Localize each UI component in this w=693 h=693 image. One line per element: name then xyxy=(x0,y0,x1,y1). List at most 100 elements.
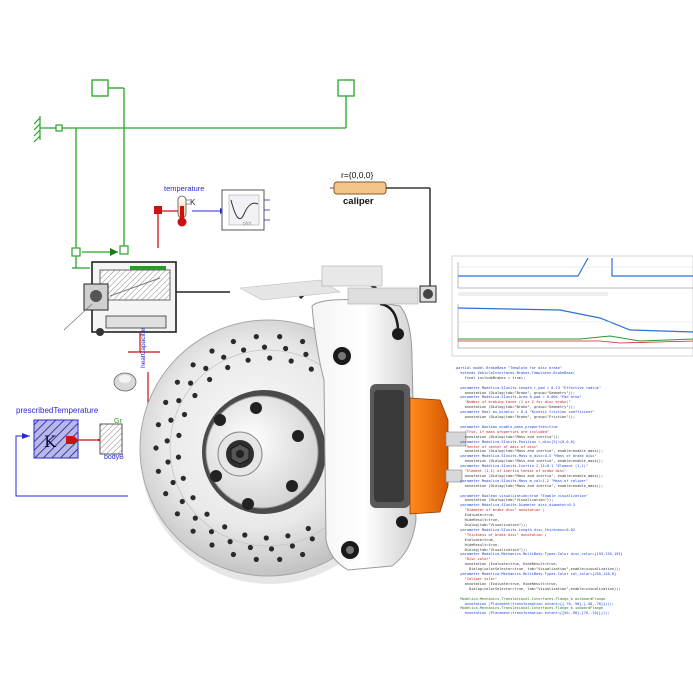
code-line: Evaluate=true, xyxy=(456,537,495,542)
drill-hole xyxy=(170,479,176,486)
drill-hole xyxy=(253,556,259,563)
code-line: "Element (1,1) of inertia tensor of brak… xyxy=(456,469,567,474)
code-line: Evaluate=true, xyxy=(456,513,495,518)
drill-hole xyxy=(174,379,180,385)
direction-arrow-icon xyxy=(110,248,118,256)
port-node[interactable] xyxy=(71,247,81,257)
heat-line xyxy=(157,210,178,248)
heat-arrow-icon xyxy=(74,436,78,444)
port-node[interactable] xyxy=(55,124,63,132)
mount-bracket xyxy=(239,265,419,305)
drill-hole xyxy=(303,351,309,357)
drill-hole xyxy=(155,468,161,474)
prescribed-temperature-label: prescribedTemperature xyxy=(16,406,99,415)
drill-hole xyxy=(230,551,236,558)
connector-node[interactable] xyxy=(419,285,437,303)
code-line: "Thickness of brake disc" annotation ( xyxy=(456,532,547,537)
code-line: parameter Modelica.Mechanics.MultiBody.T… xyxy=(456,572,617,577)
drill-hole xyxy=(163,399,169,405)
drill-hole xyxy=(209,542,215,548)
code-line: annotation (Dialog(tab="Mass and inertia… xyxy=(456,483,604,488)
drill-hole xyxy=(245,357,251,363)
ground-line xyxy=(63,303,93,331)
code-line: parameter Modelica.SIunits.Inertia I_11=… xyxy=(456,464,588,469)
drill-hole xyxy=(242,532,248,538)
drill-hole xyxy=(253,334,259,340)
code-line: "Caliper color" xyxy=(456,576,498,581)
drill-hole xyxy=(308,366,314,372)
code-line: parameter Boolean enable_mass_properties… xyxy=(456,424,558,429)
brake-housing-schematic[interactable] xyxy=(83,261,177,336)
code-line: parameter Modelica.SIunits.Length r_pad … xyxy=(456,385,601,390)
port-node[interactable] xyxy=(119,245,129,255)
drill-hole xyxy=(208,529,215,535)
code-line: parameter Modelica.SIunits.Position r_di… xyxy=(456,439,575,444)
drill-hole xyxy=(204,511,210,517)
drill-hole xyxy=(267,355,273,361)
drill-hole xyxy=(190,362,196,368)
modelica-code-listing: partial model BrakeBase "Template for di… xyxy=(456,366,688,624)
drill-hole xyxy=(305,525,311,532)
prescribed-temperature-block[interactable] xyxy=(33,419,79,459)
drill-hole xyxy=(261,344,268,350)
code-line: Modelica.Mechanics.Translational.Interfa… xyxy=(456,606,604,611)
code-line: final includeBrakes = true); xyxy=(456,375,526,380)
drill-holes xyxy=(153,334,315,563)
code-line: parameter Modelica.SIunits.Mass m_disc=4… xyxy=(456,454,597,459)
drill-hole xyxy=(190,528,196,534)
code-line: parameter Real mu_kinetic = 0.4 "Kinetic… xyxy=(456,410,595,415)
code-line: annotation (Placement(transformation ext… xyxy=(456,611,610,616)
code-line: annotation (Placement(transformation ext… xyxy=(456,601,614,606)
code-line: parameter Boolean visualization=true "En… xyxy=(456,493,588,498)
code-line: annotation (Dialog(tab="Brake", group="G… xyxy=(456,405,575,410)
drill-hole xyxy=(181,411,188,418)
flange-box-right[interactable] xyxy=(337,79,355,97)
drill-hole xyxy=(230,338,236,345)
drill-hole xyxy=(176,432,182,438)
drill-hole xyxy=(209,348,215,354)
drill-hole xyxy=(175,454,182,460)
code-line: extends VehicleInterfaces.Brakes.Templat… xyxy=(456,370,575,375)
drill-hole xyxy=(222,524,228,530)
drill-hole xyxy=(153,445,159,451)
drill-hole xyxy=(221,354,227,360)
drill-hole xyxy=(165,459,171,465)
caliper-component[interactable] xyxy=(330,181,430,195)
code-line: annotation (Dialog(tab="Visualization"))… xyxy=(456,498,554,503)
plot-label: plot xyxy=(243,221,252,227)
drill-hole xyxy=(174,511,180,517)
drill-hole xyxy=(225,364,231,371)
caliper-param-label: r={0,0,0} xyxy=(341,170,374,180)
code-line: annotation (Dialog(tab="Brake", group="G… xyxy=(456,390,575,395)
heat-port[interactable] xyxy=(154,206,162,214)
plot-block[interactable] xyxy=(221,189,270,231)
temperature-sensor[interactable] xyxy=(177,195,191,227)
flange-box-left[interactable] xyxy=(91,79,109,97)
drill-hole xyxy=(190,495,196,501)
temperature-label: temperature xyxy=(164,184,205,193)
gr-label: Gr xyxy=(114,418,122,425)
drill-hole xyxy=(163,491,169,497)
caliper-label: caliper xyxy=(343,196,374,207)
drill-hole xyxy=(277,556,283,563)
body-block[interactable] xyxy=(98,423,123,455)
brake-caliper xyxy=(298,276,467,571)
code-line: partial model BrakeBase "Template for di… xyxy=(456,366,563,370)
drill-hole xyxy=(168,417,174,423)
code-line: parameter Modelica.SIunits.Diameter disc… xyxy=(456,503,575,508)
code-line: annotation (Dialog(tab="Brake", group="F… xyxy=(456,415,575,420)
code-line: HideResult=true, xyxy=(456,518,500,523)
code-line: annotation (Dialog(tab="Mass and inertia… xyxy=(456,434,560,439)
drill-hole xyxy=(179,498,185,505)
drill-hole xyxy=(277,334,283,340)
code-line: "Vector of center of mass of disc" xyxy=(456,444,539,449)
drill-hole xyxy=(285,533,291,539)
code-line: parameter Modelica.SIunits.Area A_pad = … xyxy=(456,395,582,400)
drill-hole xyxy=(192,392,198,399)
drill-hole xyxy=(192,515,198,521)
drill-hole xyxy=(203,365,209,371)
mechanical-connections xyxy=(40,87,347,269)
heat-port[interactable] xyxy=(66,436,74,444)
heat-capacitor[interactable] xyxy=(113,372,137,392)
